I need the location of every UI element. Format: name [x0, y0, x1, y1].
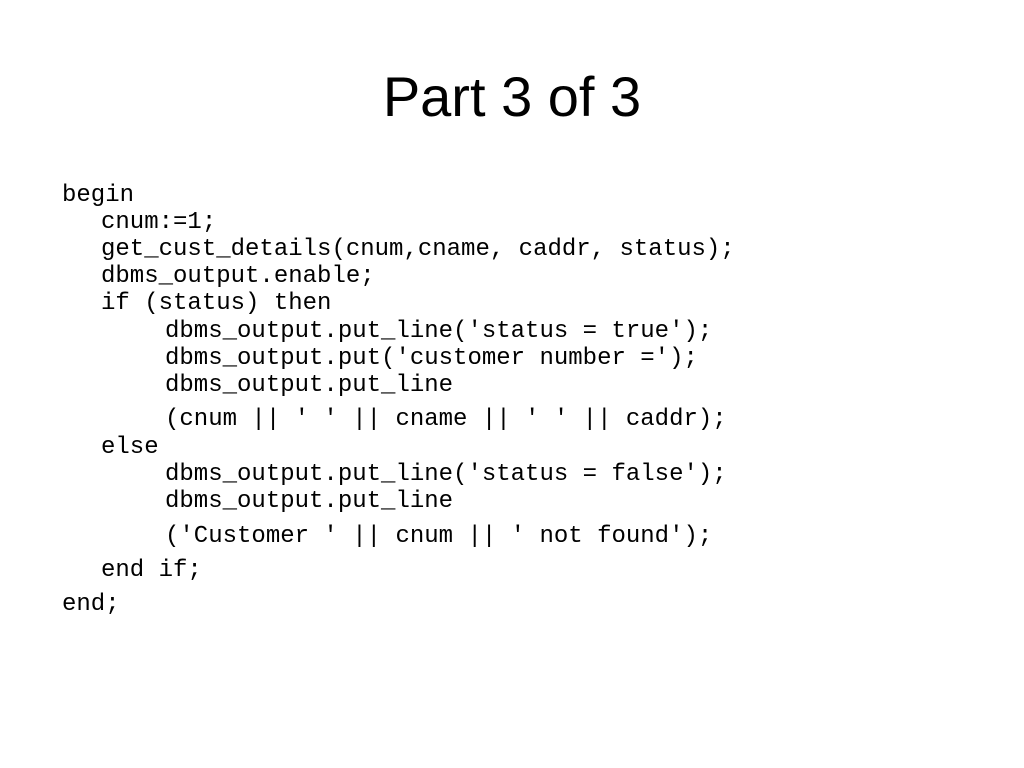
code-line: get_cust_details(cnum,cname, caddr, stat… [101, 236, 735, 263]
code-line: cnum:=1; [101, 209, 217, 236]
code-line: end if; [101, 557, 202, 584]
code-line: else [101, 434, 159, 461]
code-line: if (status) then [101, 290, 332, 317]
code-line: begin [62, 182, 135, 209]
code-line: dbms_output.put_line('status = false'); [165, 461, 727, 488]
code-line: (cnum || ' ' || cname || ' ' || caddr); [165, 406, 727, 433]
code-line: end; [62, 591, 120, 618]
slide-title: Part 3 of 3 [382, 65, 642, 128]
code-line: dbms_output.enable; [101, 263, 375, 290]
code-line: dbms_output.put_line('status = true'); [165, 318, 713, 345]
code-line: ('Customer ' || cnum || ' not found'); [165, 523, 713, 550]
code-line: dbms_output.put_line [165, 488, 454, 515]
code-line: dbms_output.put('customer number ='); [165, 345, 698, 372]
code-line: dbms_output.put_line [165, 372, 454, 399]
